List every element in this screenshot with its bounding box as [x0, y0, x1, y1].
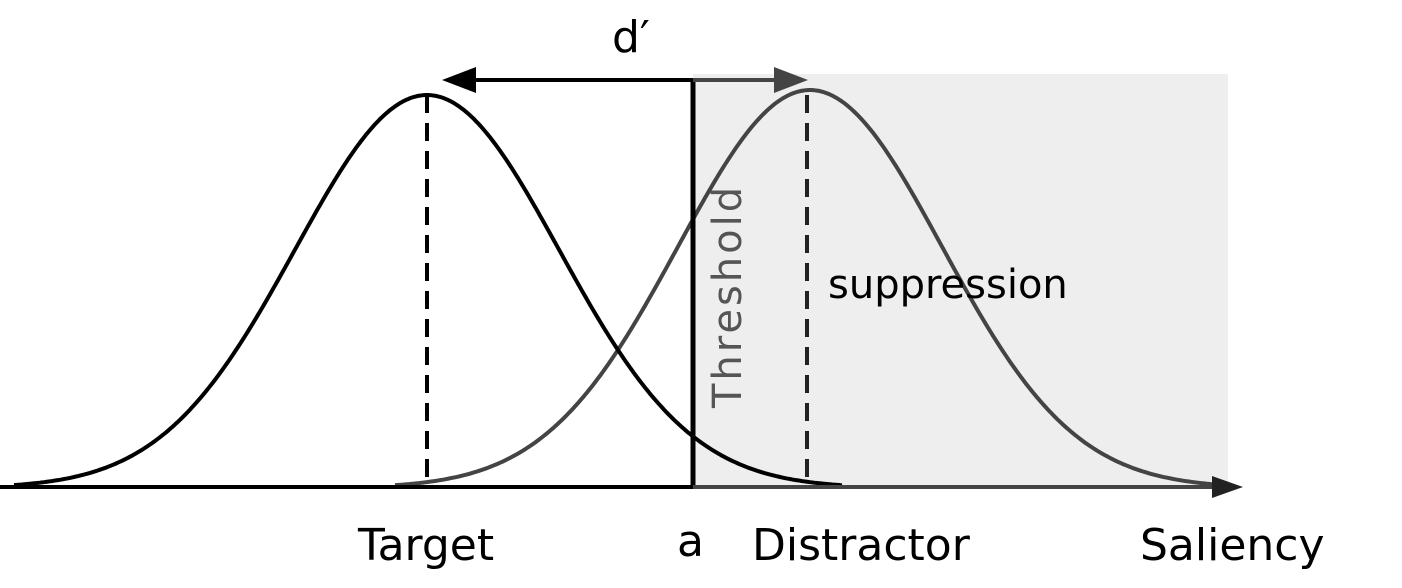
target-label: Target: [357, 520, 494, 571]
suppression-label: suppression: [828, 262, 1068, 308]
d-prime-arrowhead-left: [442, 67, 476, 93]
d-prime-label: d′: [612, 12, 650, 63]
d-prime-arrowhead-right: [774, 67, 808, 93]
distractor-distribution-curve: [394, 88, 1224, 488]
threshold-label: Threshold: [705, 184, 751, 409]
saliency-axis-label: Saliency: [1140, 520, 1325, 571]
threshold-value-label: a: [677, 516, 704, 567]
distractor-label: Distractor: [752, 520, 971, 571]
saliency-axis-arrowhead: [1212, 476, 1243, 498]
